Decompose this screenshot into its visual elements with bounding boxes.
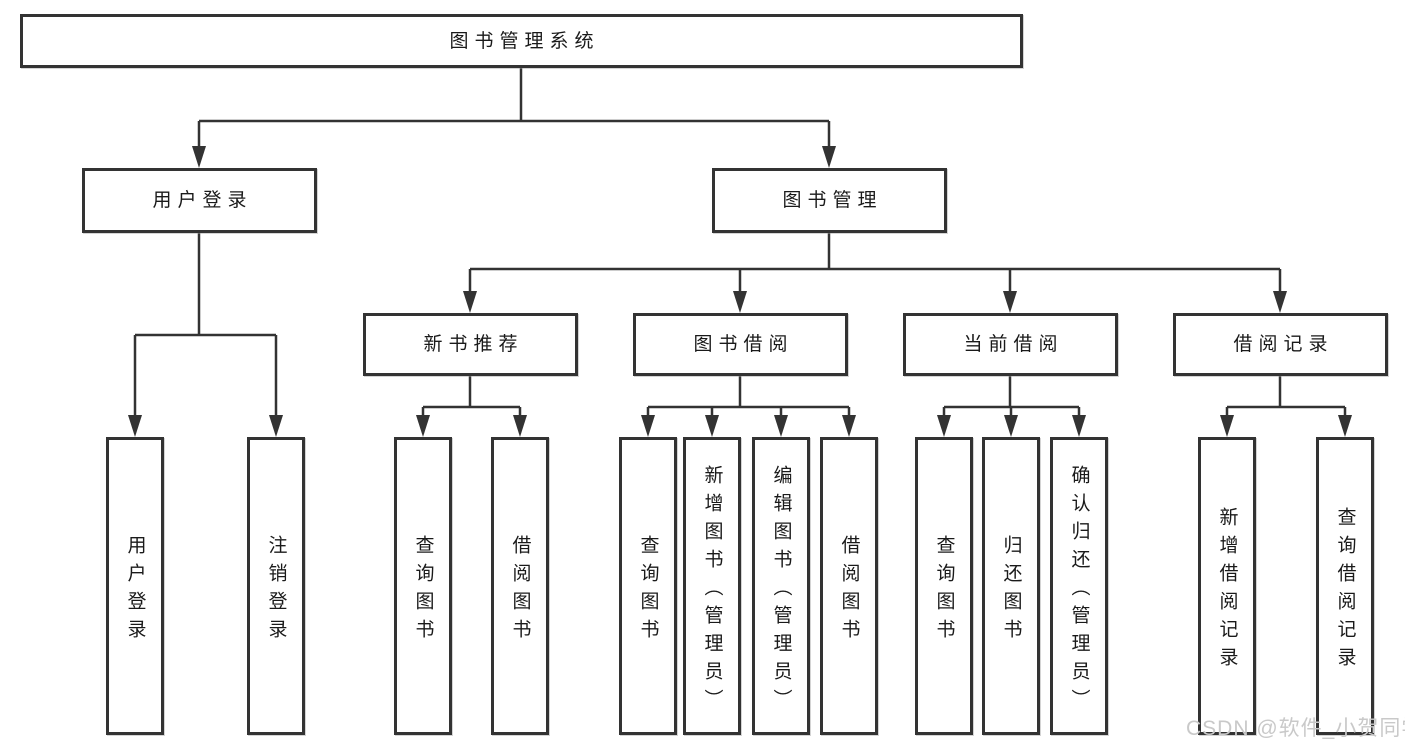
node-label: 新书推荐 — [423, 334, 524, 355]
node-book-management: 图书管理 — [712, 168, 947, 233]
node-book-borrow: 图书借阅 — [633, 313, 848, 376]
node-label: 当前借阅 — [963, 334, 1064, 355]
node-label: 新增借阅记录 — [1216, 506, 1238, 675]
node-label: 查询图书 — [637, 534, 659, 647]
leaf-borrow-borrow-books: 借阅图书 — [820, 437, 878, 735]
node-label: 图书借阅 — [693, 334, 794, 355]
arrowheads — [128, 146, 1352, 437]
leaf-records-query-borrow-record: 查询借阅记录 — [1316, 437, 1374, 735]
leaf-user-login: 用户登录 — [106, 437, 164, 735]
csdn-watermark: CSDN @软件_小贺同学 — [1186, 717, 1405, 740]
node-label: 查询图书 — [933, 534, 955, 647]
leaf-current-confirm-return-admin: 确认归还（管理员） — [1050, 437, 1108, 735]
node-label: 图书管理系统 — [449, 30, 600, 52]
node-label: 用户登录 — [152, 190, 253, 211]
node-label: 用户登录 — [124, 534, 146, 647]
node-label: 注销登录 — [265, 534, 287, 647]
node-label: 归还图书 — [1000, 534, 1022, 647]
node-borrow-records: 借阅记录 — [1173, 313, 1388, 376]
node-label: 借阅图书 — [838, 534, 860, 647]
leaf-recommend-borrow-books: 借阅图书 — [491, 437, 549, 735]
node-label: 查询借阅记录 — [1334, 506, 1356, 675]
node-label: 查询图书 — [412, 534, 434, 647]
node-new-book-recommend: 新书推荐 — [363, 313, 578, 376]
node-label: 图书管理 — [782, 190, 883, 211]
leaf-borrow-edit-books-admin: 编辑图书（管理员） — [752, 437, 810, 735]
leaf-borrow-add-books-admin: 新增图书（管理员） — [683, 437, 741, 735]
node-root-library-system: 图书管理系统 — [20, 14, 1023, 68]
leaf-logout: 注销登录 — [247, 437, 305, 735]
node-label: 借阅记录 — [1233, 334, 1334, 355]
node-label: 新增图书（管理员） — [701, 464, 723, 717]
node-label: 确认归还（管理员） — [1068, 464, 1090, 717]
leaf-borrow-query-books: 查询图书 — [619, 437, 677, 735]
leaf-current-return-books: 归还图书 — [982, 437, 1040, 735]
leaf-current-query-books: 查询图书 — [915, 437, 973, 735]
node-label: 编辑图书（管理员） — [770, 464, 792, 717]
node-current-borrow: 当前借阅 — [903, 313, 1118, 376]
leaf-recommend-query-books: 查询图书 — [394, 437, 452, 735]
node-user-login-branch: 用户登录 — [82, 168, 317, 233]
node-label: 借阅图书 — [509, 534, 531, 647]
leaf-records-add-borrow-record: 新增借阅记录 — [1198, 437, 1256, 735]
